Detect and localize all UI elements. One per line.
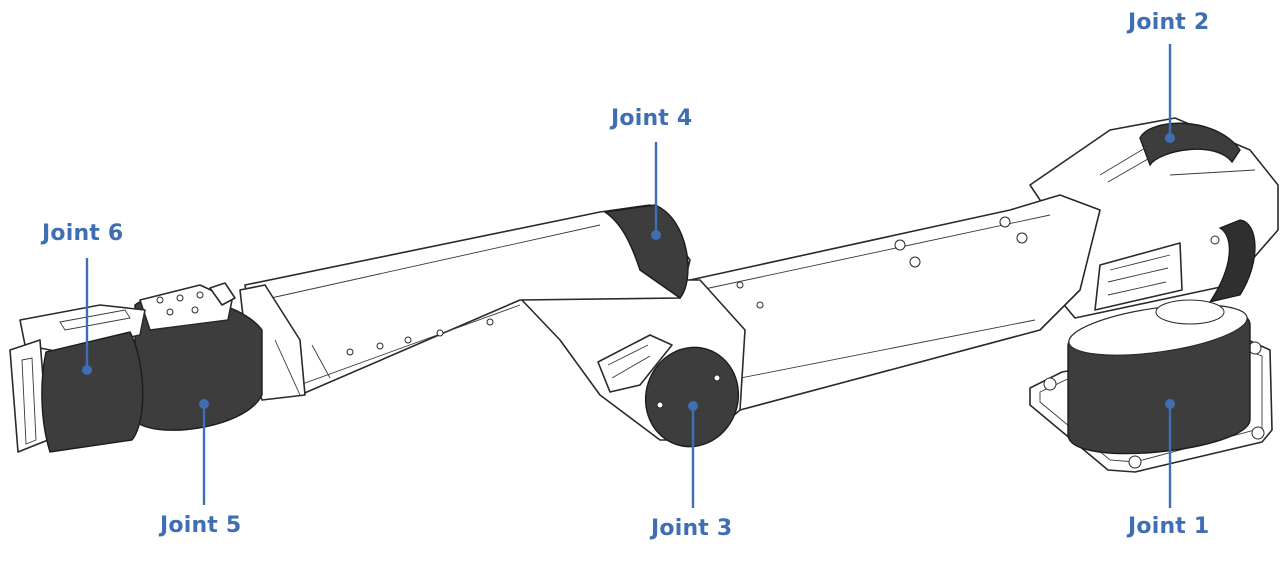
shoulder-housing <box>1029 117 1279 319</box>
joint-4-label: Joint 4 <box>611 106 693 131</box>
upper-arm-link <box>689 194 1101 411</box>
joint-5-label: Joint 5 <box>160 513 242 538</box>
leader-joint-5 <box>199 399 209 505</box>
joint-3-cover <box>644 346 740 448</box>
joint-4-motor <box>603 204 689 299</box>
joint-6-label: Joint 6 <box>42 221 124 246</box>
joint-1-motor <box>1067 299 1251 455</box>
leader-joint-3 <box>688 401 698 508</box>
joint-2-label: Joint 2 <box>1128 10 1210 35</box>
leader-joint-4 <box>651 142 661 240</box>
leader-joint-6 <box>82 258 92 375</box>
tool-flange <box>9 304 146 453</box>
wrist-housing <box>134 282 331 431</box>
joint-3-label: Joint 3 <box>651 516 733 541</box>
leader-joint-1 <box>1165 399 1175 508</box>
joint-1-label: Joint 1 <box>1128 514 1210 539</box>
leader-joint-2 <box>1165 44 1175 143</box>
